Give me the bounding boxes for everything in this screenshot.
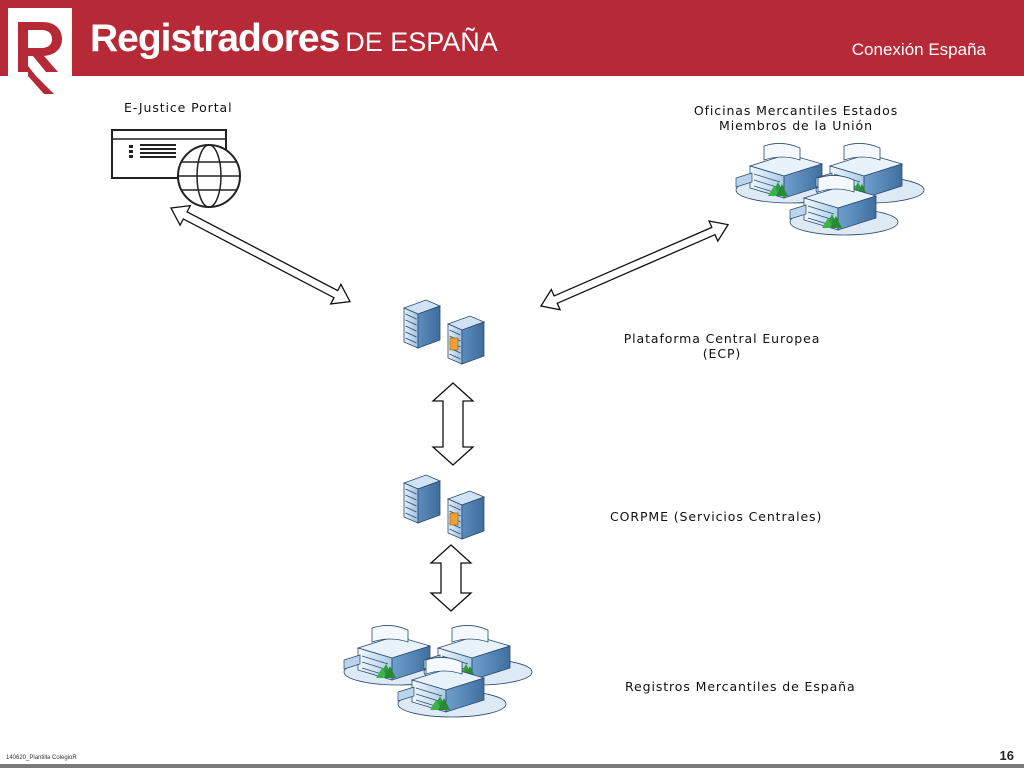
oficinas-label-line2: Miembros de la Unión [719, 118, 873, 133]
arrow-corpme-registros [429, 544, 473, 612]
web-portal-icon [111, 129, 241, 208]
oficinas-label-line1: Oficinas Mercantiles Estados [693, 103, 899, 118]
corpme-label: CORPME (Servicios Centrales) [610, 509, 823, 524]
registros-label: Registros Mercantiles de España [625, 679, 856, 694]
oficinas-buildings-icon [736, 143, 924, 235]
ejustice-label: E-Justice Portal [124, 100, 233, 115]
brand-main: Registradores [90, 17, 340, 60]
registradores-logo-icon [8, 8, 72, 94]
footer-template-name: 140620_Plantilla ColegioR [6, 755, 77, 761]
arrow-ecp-corpme [431, 382, 475, 466]
footer-divider [0, 764, 1024, 768]
ecp-label-line1: Plataforma Central Europea [623, 331, 821, 346]
ecp-label-line2: (ECP) [702, 346, 742, 361]
arrow-ejustice-ecp [169, 204, 352, 305]
brand-sub: DE ESPAÑA [345, 27, 498, 57]
page-number: 16 [999, 748, 1014, 763]
section-title: Conexión España [851, 40, 986, 59]
ecp-servers-icon [404, 300, 484, 364]
oficinas-label: Oficinas Mercantiles Estados Miembros de… [665, 103, 927, 133]
registros-buildings-icon [344, 625, 532, 717]
corpme-servers-icon [404, 475, 484, 539]
arrow-oficinas-ecp [539, 220, 730, 311]
ecp-label: Plataforma Central Europea (ECP) [596, 331, 848, 361]
